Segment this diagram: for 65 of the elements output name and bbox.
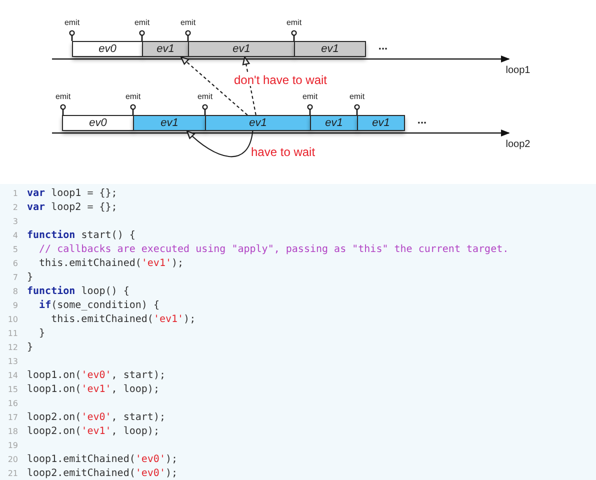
code-line: this.emitChained('ev1'); [50, 314, 196, 324]
line-number: 15 [6, 384, 18, 394]
arrow [186, 130, 254, 158]
code-line: } [27, 342, 34, 352]
code-line: loop2.on('ev1', loop); [27, 426, 160, 436]
line-number: 7 [12, 272, 18, 282]
line-number: 20 [6, 454, 18, 464]
code-line: if(some_condition) { [38, 300, 160, 310]
event-segment: ev0 [62, 115, 134, 131]
event-segment: ev0 [72, 41, 143, 57]
line-number: 2 [12, 202, 18, 212]
line-number: 9 [12, 300, 18, 310]
code-line: loop1.emitChained('ev0'); [27, 454, 178, 464]
arrow [180, 56, 248, 116]
code-line: function loop() { [27, 286, 130, 296]
line-number: 16 [6, 398, 18, 408]
emit-label: emit [134, 19, 150, 27]
code-line: } [38, 328, 46, 338]
emit-label: emit [302, 93, 318, 101]
emit-label: emit [55, 93, 71, 101]
code-line: var loop1 = {}; [27, 188, 118, 198]
emit-label: emit [286, 19, 302, 27]
emit-label: emit [197, 93, 213, 101]
line-number: 5 [12, 244, 18, 254]
line-number: 8 [12, 286, 18, 296]
code-line: this.emitChained('ev1'); [38, 258, 184, 268]
emit-label: emit [125, 93, 141, 101]
event-segment: ev1 [188, 41, 295, 57]
emit-label: emit [180, 19, 196, 27]
line-number: 6 [12, 258, 18, 268]
event-segment: ev1 [357, 115, 405, 131]
line-number: 1 [12, 188, 18, 198]
ellipsis: ... [378, 42, 388, 52]
code-line: loop1.on('ev1', loop); [27, 384, 160, 394]
event-segment: ev1 [294, 41, 366, 57]
line-number: 11 [6, 328, 18, 338]
line-number: 19 [6, 440, 18, 450]
event-segment: ev1 [310, 115, 358, 131]
code-line: loop2.emitChained('ev0'); [27, 468, 178, 478]
ellipsis: ... [417, 116, 427, 126]
event-segment: ev1 [133, 115, 206, 131]
code-line: } [27, 272, 34, 282]
edge-label: don't have to wait [233, 74, 328, 86]
line-number: 14 [6, 370, 18, 380]
arrow [242, 56, 256, 116]
line-number: 21 [6, 468, 18, 478]
code-line: // callbacks are executed using "apply", passing as "this" the current target. [38, 244, 509, 254]
code-line: loop2.on('ev0', start); [27, 412, 166, 422]
event-segment: ev1 [142, 41, 189, 57]
line-number: 17 [6, 412, 18, 422]
line-number: 12 [6, 342, 18, 352]
line-number: 10 [6, 314, 18, 324]
edge-label: have to wait [250, 146, 316, 158]
code-line: loop1.on('ev0', start); [27, 370, 166, 380]
timeline-label: loop1 [506, 66, 530, 76]
code-line: var loop2 = {}; [27, 202, 118, 212]
line-number: 3 [12, 216, 18, 226]
line-number: 4 [12, 230, 18, 240]
line-number: 18 [6, 426, 18, 436]
timeline-label: loop2 [506, 140, 530, 150]
emit-label: emit [64, 19, 80, 27]
emit-label: emit [349, 93, 365, 101]
line-number: 13 [6, 356, 18, 366]
event-segment: ev1 [205, 115, 311, 131]
code-line: function start() { [27, 230, 136, 240]
